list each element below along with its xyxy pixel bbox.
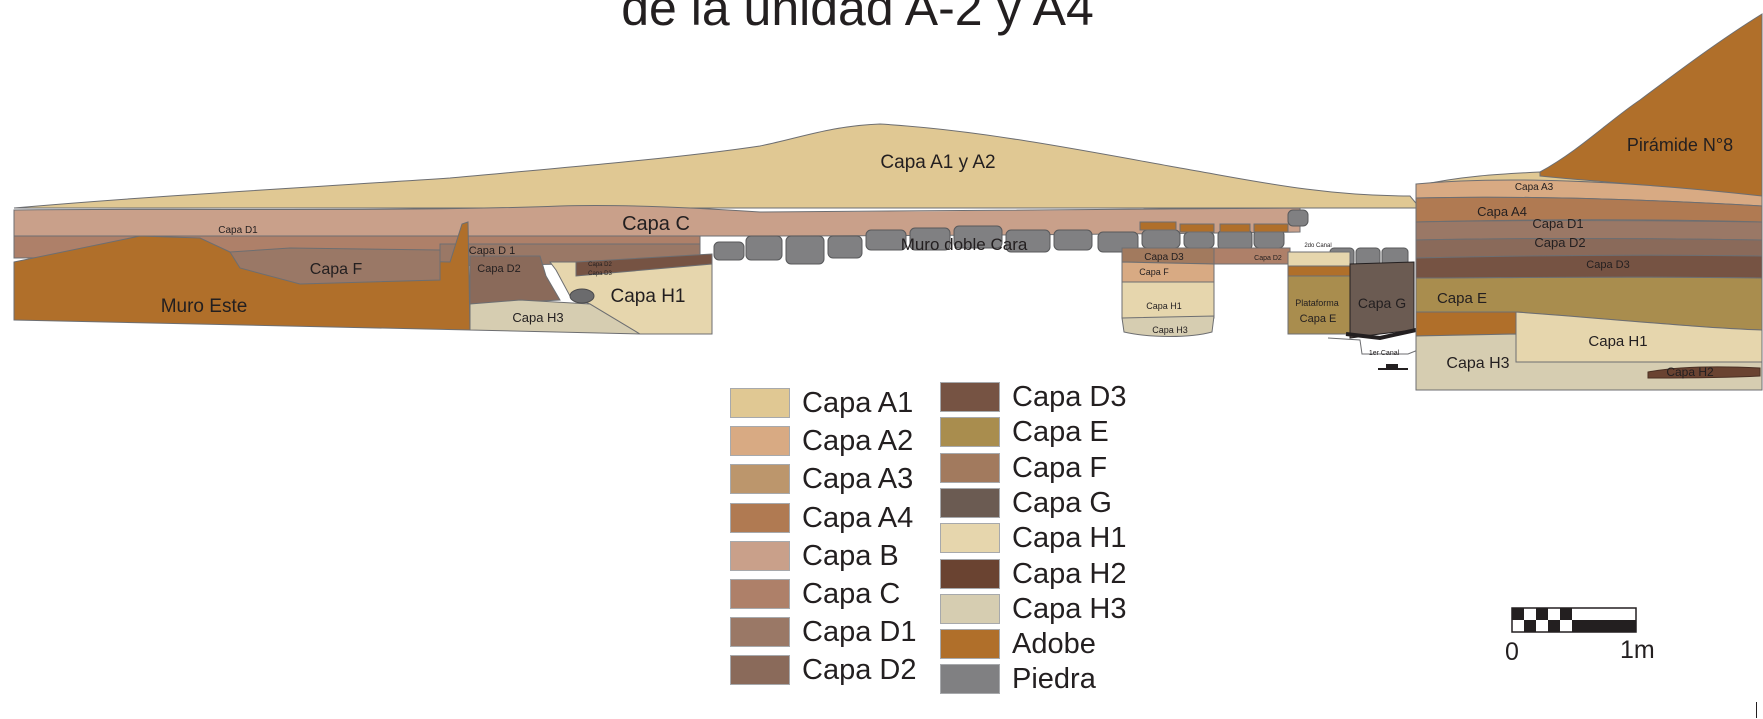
plataforma-adobe — [1287, 265, 1351, 277]
layer-capa-d3-small — [575, 253, 713, 277]
legend-label: Capa A3 — [802, 463, 914, 496]
label-capa-c: Capa C — [622, 213, 690, 235]
capa-g-outline — [1345, 328, 1417, 341]
label-capa-d2-right: Capa D2 — [1534, 235, 1585, 250]
legend-label: Capa A1 — [802, 387, 914, 419]
label-canal-2do: 2do Canal — [1304, 243, 1331, 249]
legend-label: Adobe — [1012, 628, 1096, 661]
legend-label: Capa G — [1012, 486, 1112, 519]
layer-capa-h1-right — [1515, 311, 1763, 363]
legend-label: Capa H2 — [1012, 557, 1127, 590]
legend-swatch — [940, 629, 1000, 660]
legend-label: Capa A2 — [802, 425, 914, 458]
legend-swatch — [940, 664, 1000, 695]
legend-swatch — [940, 558, 1000, 589]
label-piramide: Pirámide N°8 — [1627, 135, 1733, 155]
label-canal-1er: 1er Canal — [1369, 350, 1400, 357]
label-capa-d3-right: Capa D3 — [1586, 259, 1629, 271]
label-capa-d3-center: Capa D3 — [1144, 252, 1184, 263]
legend-label: Piedra — [1012, 663, 1096, 696]
label-capa-d2-small: Capa D2 — [588, 262, 612, 268]
label-capa-h1-center: Capa H1 — [1146, 301, 1182, 311]
label-muro-doble-cara: Muro doble Cara — [901, 235, 1028, 254]
legend-label: Capa H3 — [1012, 592, 1127, 625]
layer-capa-f-left — [229, 247, 441, 285]
legend-swatch — [730, 388, 790, 418]
muro-doble-cara-stones — [713, 209, 1409, 293]
label-capa-f-left: Capa F — [310, 261, 363, 278]
central-pit-capa-h3 — [1121, 315, 1215, 337]
legend-label: Capa B — [802, 539, 899, 572]
legend-swatch — [940, 487, 1000, 518]
legend-label: Capa C — [802, 578, 901, 610]
legend-swatch — [730, 540, 790, 571]
label-muro-este: Muro Este — [161, 296, 248, 317]
legend-swatch — [940, 417, 1000, 448]
label-capa-e-right: Capa E — [1437, 290, 1487, 307]
legend-swatch — [730, 617, 790, 648]
layer-capa-d1-right — [1415, 220, 1763, 241]
piramide-n8-adobe — [1539, 13, 1763, 199]
label-capa-d1-right: Capa D1 — [1532, 216, 1583, 231]
legend-label: Capa D2 — [802, 654, 917, 687]
label-plataforma: Plataforma — [1295, 298, 1339, 308]
label-capa-e-plataforma: Capa E — [1300, 313, 1337, 325]
legend-label: Capa F — [1012, 451, 1108, 484]
legend-swatch — [940, 593, 1000, 624]
central-pit-capa-h1 — [1121, 281, 1215, 319]
scale-label-start: 0 — [1505, 638, 1519, 666]
label-capa-f-center: Capa F — [1139, 267, 1169, 277]
muro-este-adobe — [13, 221, 471, 331]
layer-adobe-right — [1415, 311, 1517, 337]
label-capa-d2-mid: Capa D2 — [477, 263, 520, 275]
legend-swatch — [940, 523, 1000, 554]
legend-swatch — [730, 502, 790, 533]
canal-marker — [1386, 364, 1398, 368]
section-labels: Capa A1 y A2 Capa C Capa D1 Capa D 1 Cap… — [161, 135, 1733, 379]
legend-swatch — [730, 579, 790, 609]
layer-capa-a1-a2 — [13, 123, 1422, 209]
stone-small-left — [569, 288, 595, 304]
central-adobe-chips — [1139, 221, 1289, 233]
page-title: de la unidad A-2 y A4 — [0, 0, 1763, 38]
label-capa-h3-right: Capa H3 — [1446, 355, 1509, 372]
legend-swatch — [940, 452, 1000, 483]
label-capa-h3-left: Capa H3 — [512, 310, 563, 325]
legend-label: Capa E — [1012, 416, 1109, 449]
label-capa-d1-mid: Capa D 1 — [469, 245, 515, 257]
layer-capa-h2-right — [1647, 366, 1761, 379]
legend-swatch — [730, 426, 790, 457]
layer-capa-g — [1349, 261, 1415, 339]
legend-swatch — [730, 464, 790, 495]
plataforma-top — [1287, 251, 1351, 267]
label-capa-h3-center: Capa H3 — [1152, 325, 1188, 335]
legend-label: Capa D1 — [802, 616, 917, 649]
label-capa-h1-right: Capa H1 — [1588, 333, 1647, 350]
legend-swatch — [730, 655, 790, 686]
scale-bar — [1511, 607, 1757, 718]
layer-capa-h1-left — [549, 261, 713, 335]
canal-outline — [1327, 337, 1419, 355]
label-capa-a4: Capa A4 — [1477, 204, 1527, 219]
title-text: de la unidad A-2 y A4 — [621, 0, 1094, 36]
legend-label: Capa D3 — [1012, 381, 1127, 413]
legend-label: Capa A4 — [802, 501, 914, 534]
legend-swatch — [940, 382, 1000, 412]
canal-marker-2 — [1378, 368, 1408, 370]
label-capa-a3: Capa A3 — [1515, 182, 1554, 193]
label-capa-d1-left: Capa D1 — [218, 225, 258, 236]
label-capa-g: Capa G — [1358, 295, 1406, 311]
label-capa-h1-left: Capa H1 — [611, 286, 686, 307]
label-capa-a1-a2: Capa A1 y A2 — [880, 152, 995, 173]
scale-label-end: 1m — [1620, 636, 1655, 664]
label-capa-d2-right-small: Capa D2 — [1254, 255, 1282, 262]
label-capa-d3-small: Capa D3 — [588, 271, 612, 277]
legend-label: Capa H1 — [1012, 522, 1127, 555]
label-capa-h2-right: Capa H2 — [1666, 365, 1714, 379]
